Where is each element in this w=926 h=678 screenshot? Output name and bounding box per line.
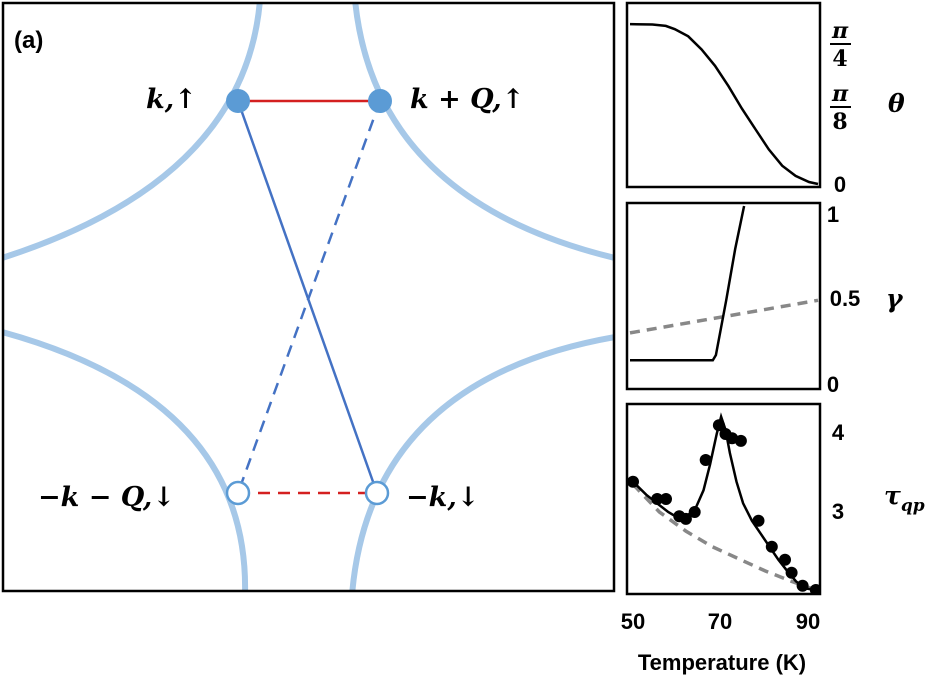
node-minus-k-minus-q-down [225,480,251,506]
label-k-plus-q-up: k + Q,↑ [410,84,524,115]
fermi-arc-bottom-left [3,329,248,591]
theta-tick-pi-over-8: π 8 [830,81,851,135]
gamma-dashed-line [629,298,819,335]
tau-data-point [765,540,778,553]
fermi-surface-diagram: (a) k,↑ k + Q,↑ −k − Q,↓ −k,↓ [1,1,616,593]
tau-symbol: τ [884,481,901,510]
theta-tick-denominator: 4 [832,46,847,72]
theta-tick-zero: 0 [834,172,846,197]
tau-data-point [734,434,747,447]
blue-solid-link [236,100,379,494]
node-k-plus-q-up [368,89,392,113]
x-axis: 50 70 90 Temperature (K) [621,609,820,675]
node-k-up [226,89,250,113]
tau-data-point [785,566,798,579]
gamma-panel: 1 0.5 0 γ [625,201,904,397]
tau-tick-3: 3 [832,499,844,524]
gamma-tick-1: 1 [827,202,839,227]
gamma-tick-half: 0.5 [830,286,861,311]
tau-data-point [651,493,664,505]
theta-tick-numerator: π [831,18,849,44]
tau-data-point [809,584,820,594]
panel-label: (a) [14,27,43,54]
tau-data-point [712,419,725,432]
fermi-surface-arcs [3,3,614,591]
x-tick-90: 90 [796,609,820,634]
gamma-panel-frame [625,201,822,391]
x-axis-title: Temperature (K) [638,650,806,675]
label-minus-k-minus-q-down: −k − Q,↓ [38,482,175,513]
label-k-up: k,↑ [146,84,197,115]
theta-curve [629,22,819,186]
theta-tick-denominator: 8 [832,109,847,135]
fermi-arc-top-left [3,3,263,261]
tau-data-point [679,512,692,525]
fermi-arc-top-right [352,3,614,261]
gamma-curve [630,205,746,362]
label-minus-k-down: −k,↓ [406,482,479,513]
tau-tick-4: 4 [832,420,845,445]
main-panel-frame [1,1,616,593]
fermi-arc-bottom-right [349,334,614,591]
tau-data-point [779,553,791,566]
theta-tick-pi-over-4: π 4 [830,18,851,72]
x-tick-50: 50 [621,609,645,634]
tau-data-point [699,454,712,466]
tau-subscript: qp [901,496,925,516]
theta-panel: π 4 π 8 0 θ [625,1,905,197]
tau-data-point [688,506,701,518]
tau-data-point [660,493,672,505]
node-minus-k-down [364,480,390,506]
gamma-tick-0: 0 [827,372,839,397]
theta-tick-numerator: π [831,81,849,107]
tau-data-point [752,514,765,527]
tau-dashed-baseline [631,483,817,592]
tau-panel-frame [625,402,822,596]
theta-panel-frame [625,1,822,189]
blue-dashed-link [236,100,382,494]
gamma-axis-symbol: γ [886,284,904,313]
tau-data-point [627,475,639,488]
tau-data-points [627,419,820,594]
tau-axis-symbol: τqp [884,481,925,516]
tau-data-point [796,579,809,592]
theta-axis-symbol: θ [888,89,905,118]
x-tick-70: 70 [708,609,732,634]
tau-panel: 4 3 τqp [625,402,925,596]
